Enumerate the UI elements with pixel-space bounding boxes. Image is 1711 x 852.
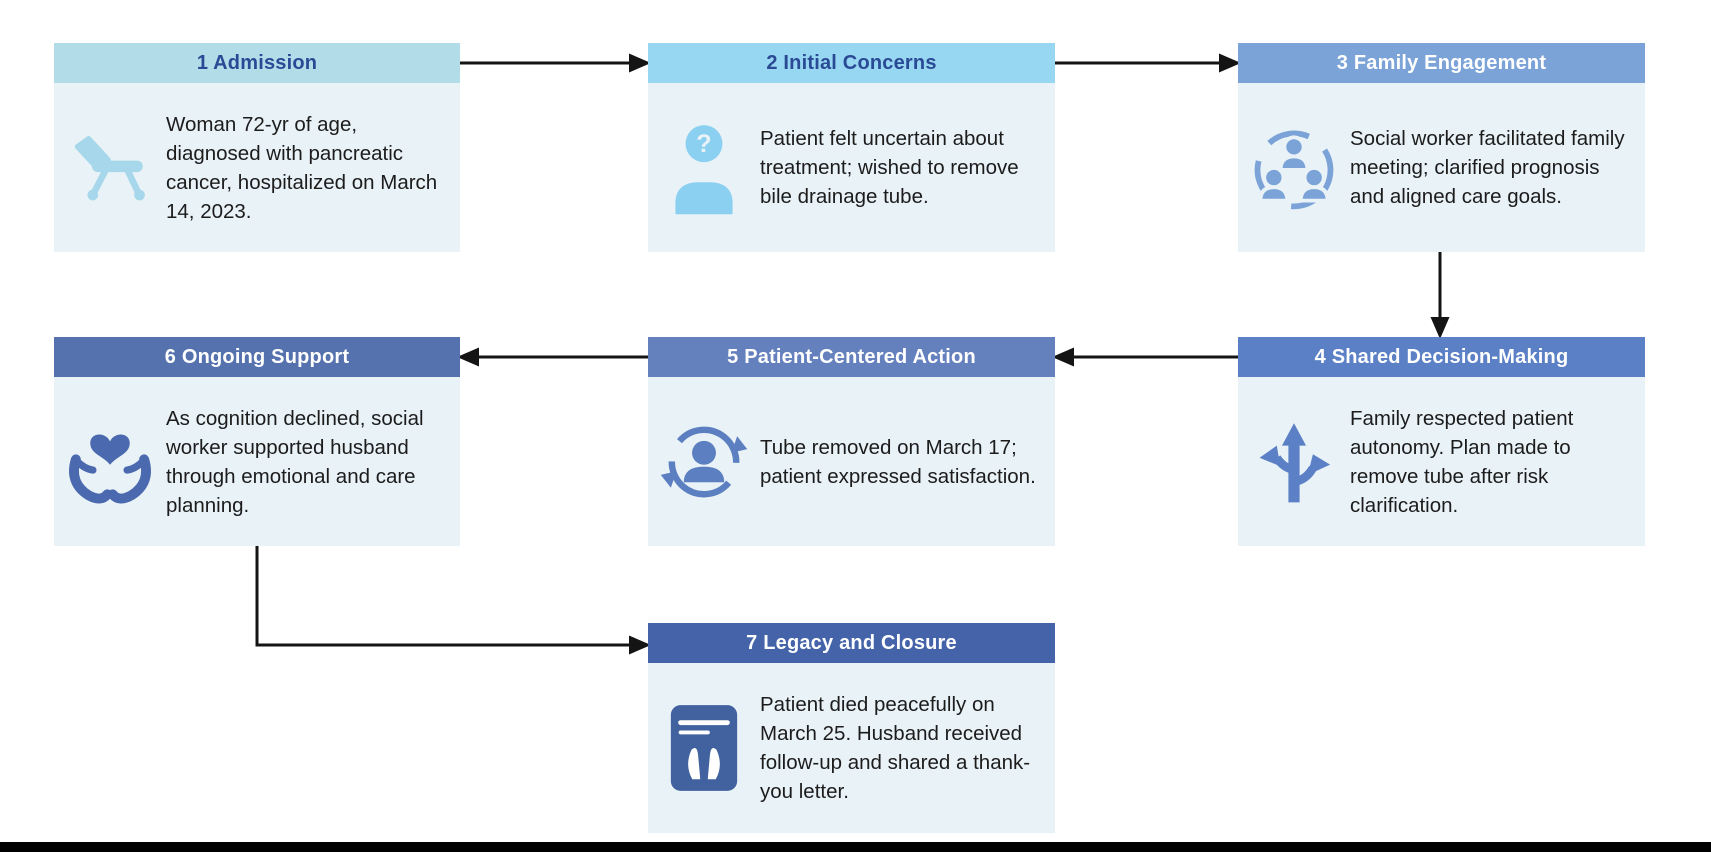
step-description: Family respected patient autonomy. Plan … [1350, 406, 1574, 517]
step-legacy-and-closure: 7 Legacy and Closure Patient died peacef… [648, 623, 1055, 833]
arrow-6-7 [255, 546, 630, 647]
svg-text:?: ? [696, 130, 711, 158]
step-ongoing-support: 6 Ongoing Support As cognition declined,… [54, 337, 460, 546]
step-body: Patient died peacefully on March 25. Hus… [648, 663, 1055, 833]
step-body: Family respected patient autonomy. Plan … [1238, 377, 1645, 546]
step-title: 7 Legacy and Closure [648, 623, 1055, 663]
step-title: 2 Initial Concerns [648, 43, 1055, 83]
decision-paths-icon [1238, 416, 1350, 508]
patient-centered-icon [648, 416, 760, 508]
step-body: ? Patient felt uncertain about treatment… [648, 83, 1055, 252]
step-title: 5 Patient-Centered Action [648, 337, 1055, 377]
step-description: As cognition declined, social worker sup… [166, 406, 424, 517]
step-description: Social worker facilitated family meeting… [1350, 127, 1625, 208]
step-title: 4 Shared Decision-Making [1238, 337, 1645, 377]
step-title: 6 Ongoing Support [54, 337, 460, 377]
step-title: 3 Family Engagement [1238, 43, 1645, 83]
step-initial-concerns: 2 Initial Concerns ? Patient felt uncert… [648, 43, 1055, 252]
step-description: Patient died peacefully on March 25. Hus… [760, 693, 1031, 803]
bottom-bar [0, 842, 1711, 852]
step-body: Social worker facilitated family meeting… [1238, 83, 1645, 252]
step-admission: 1 Admission Woman 72-yr of age, diagnose… [54, 43, 460, 252]
family-meeting-icon [1238, 120, 1350, 216]
hands-heart-icon [54, 418, 166, 506]
legacy-letter-icon [648, 699, 760, 797]
step-body: Woman 72-yr of age, diagnosed with pancr… [54, 83, 460, 252]
patient-question-icon: ? [648, 118, 760, 218]
step-body: As cognition declined, social worker sup… [54, 377, 460, 546]
step-family-engagement: 3 Family Engagement Social worker facili… [1238, 43, 1645, 252]
step-patient-centered-action: 5 Patient-Centered Action Tube removed o… [648, 337, 1055, 546]
step-title: 1 Admission [54, 43, 460, 83]
step-shared-decision-making: 4 Shared Decision-Making Family res [1238, 337, 1645, 546]
step-description: Patient felt uncertain about treatment; … [760, 127, 1019, 208]
step-description: Woman 72-yr of age, diagnosed with pancr… [166, 112, 438, 223]
step-description: Tube removed on March 17; patient expres… [760, 435, 1036, 488]
step-body: Tube removed on March 17; patient expres… [648, 377, 1055, 546]
hospital-bed-icon [54, 127, 166, 209]
